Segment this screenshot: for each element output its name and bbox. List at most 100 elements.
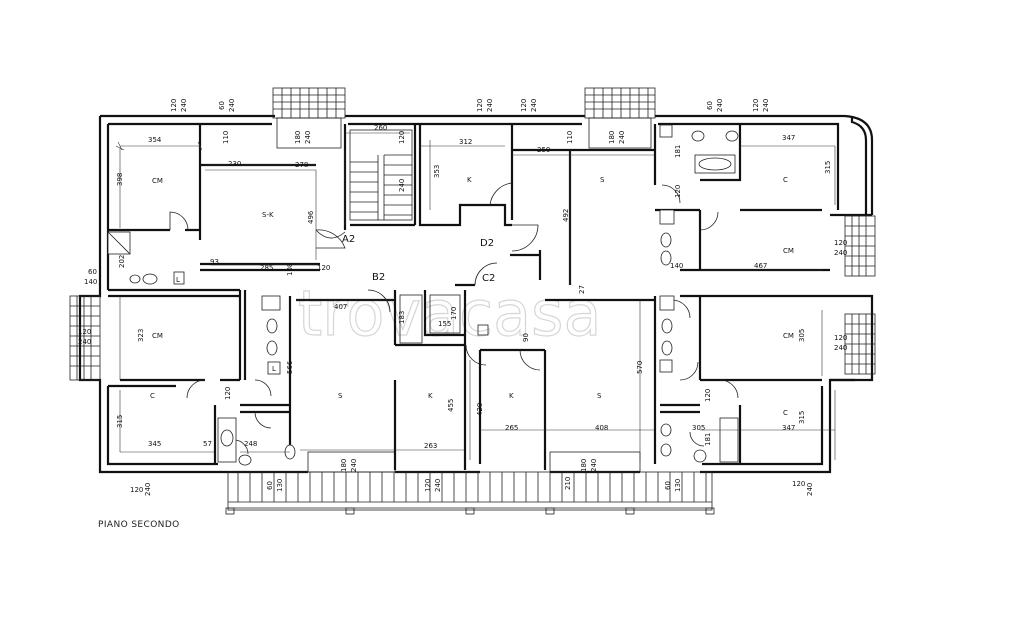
dim-label: 140: [670, 262, 683, 270]
dim-label: 130: [276, 479, 284, 492]
watermark: trovacasa: [298, 277, 601, 350]
dim-label: 240: [304, 131, 312, 144]
dim-label: 315: [824, 161, 832, 174]
dim-label: 120: [224, 387, 232, 400]
room-l2: L: [272, 365, 276, 373]
dim-label: 353: [433, 165, 441, 178]
dim-label: 120: [398, 131, 406, 144]
room-sk: S-K: [262, 211, 274, 219]
dim-label: 570: [636, 361, 644, 374]
dim-label: 240: [806, 483, 814, 496]
dim-label: 60: [266, 481, 274, 490]
dim-label: 467: [754, 262, 767, 270]
stair-labels: A2 B2 C2 D2: [342, 234, 495, 284]
dim-label: 492: [562, 209, 570, 222]
dim-label: 60: [664, 481, 672, 490]
dim-label: 27: [578, 285, 586, 294]
stair-a2: [349, 129, 413, 221]
dim-label: 170: [450, 307, 458, 320]
dimension-labels: 354 230 278 260 312 250 347 467 140 93 2…: [78, 124, 847, 494]
dim-label: 181: [704, 433, 712, 446]
dim-label: 140: [84, 278, 97, 286]
dim-label: 455: [447, 399, 455, 412]
dim-label: 57: [203, 440, 212, 448]
dim-label: 110: [566, 131, 574, 144]
dim-label: 240: [834, 344, 847, 352]
dim-label: 202: [118, 255, 126, 268]
dim-label: 398: [116, 173, 124, 186]
plan-title: PIANO SECONDO: [98, 520, 180, 530]
dim-label: 120: [704, 389, 712, 402]
dim-label: 496: [307, 210, 315, 224]
room-s-s: S: [597, 392, 602, 400]
dim-label: 120: [520, 99, 528, 112]
dim-label: 240: [716, 99, 724, 112]
dim-label: 278: [295, 161, 308, 169]
room-l1: L: [176, 276, 180, 284]
doors: [169, 182, 739, 455]
dim-label: 120: [674, 185, 682, 198]
dim-label: 323: [137, 329, 145, 342]
dim-label: 240: [228, 99, 236, 112]
dim-label: 240: [834, 249, 847, 257]
dim-label: 180: [608, 131, 616, 144]
balcony-west: [69, 295, 101, 381]
dim-label: 240: [350, 459, 358, 472]
balcony-east-2: [844, 313, 876, 375]
dim-label: 240: [398, 179, 406, 192]
dim-label: 315: [798, 411, 806, 424]
room-c-sw: C: [150, 392, 155, 400]
balcony-east-1: [844, 215, 876, 277]
room-k-n: K: [467, 176, 472, 184]
room-labels: CM S-K K S C CM CM C S K K S CM C L L: [150, 176, 794, 417]
dimension-lines: [115, 132, 836, 460]
dim-label: 408: [595, 424, 608, 432]
dim-label: 120: [476, 99, 484, 112]
stair-b2-core: [399, 294, 489, 344]
dim-label: 240: [762, 99, 770, 112]
dim-label: 155: [438, 320, 451, 328]
dim-label: 108: [286, 263, 294, 276]
dim-label: 240: [144, 483, 152, 496]
dim-label: 250: [537, 146, 550, 154]
dim-label: 240: [618, 131, 626, 144]
dim-label: 420: [476, 403, 484, 416]
dim-label: 120: [792, 480, 805, 488]
dim-label: 180: [294, 131, 302, 144]
stair-label-b2: B2: [372, 272, 385, 283]
room-c-ne: C: [783, 176, 788, 184]
dim-label: 120: [834, 334, 847, 342]
dim-label: 180: [580, 459, 588, 472]
dim-label: 60: [706, 101, 714, 110]
dim-label: 263: [424, 442, 437, 450]
dim-label: 260: [374, 124, 387, 132]
dimension-labels-vertical: 120 240 60 240 180 240 120 110 398 496 2…: [116, 99, 832, 496]
stair-label-c2: C2: [482, 273, 495, 284]
dim-label: 210: [564, 477, 572, 490]
dim-label: 315: [116, 415, 124, 428]
room-s-sw: S: [338, 392, 343, 400]
dim-label: 312: [459, 138, 472, 146]
dim-label: 180: [340, 459, 348, 472]
dim-label: 90: [522, 333, 530, 342]
room-cm-nw: CM: [152, 177, 163, 185]
dim-label: 110: [222, 131, 230, 144]
dim-label: 407: [334, 303, 347, 311]
dim-label: 305: [798, 329, 806, 342]
terrace-south: [225, 451, 715, 515]
dim-label: 120: [752, 99, 760, 112]
dim-label: 120: [317, 264, 330, 272]
dim-label: 305: [692, 424, 705, 432]
balcony-top-right: [584, 87, 656, 149]
room-k-s: K: [509, 392, 514, 400]
dim-label: 240: [486, 99, 494, 112]
dim-label: 230: [228, 160, 241, 168]
room-c-se: C: [783, 409, 788, 417]
dim-label: 93: [210, 258, 219, 266]
dim-label: 120: [834, 239, 847, 247]
dim-label: 240: [530, 99, 538, 112]
room-s-n: S: [600, 176, 605, 184]
dim-label: 183: [398, 311, 406, 324]
dim-label: 240: [180, 99, 188, 112]
